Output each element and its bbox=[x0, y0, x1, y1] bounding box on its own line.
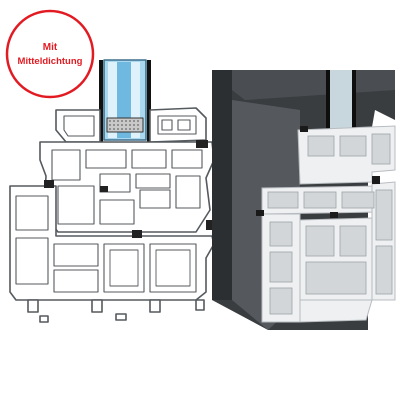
frame-profile bbox=[9, 185, 215, 301]
sash-profile bbox=[39, 141, 215, 233]
cross-section-drawing bbox=[9, 59, 215, 323]
badge-line-2: Mitteldichtung bbox=[18, 56, 83, 67]
photo-gaskets bbox=[256, 126, 380, 218]
frame-foot bbox=[27, 299, 205, 313]
gasket-seals bbox=[44, 140, 214, 238]
badge-line-1: Mit bbox=[43, 42, 58, 53]
mitteldichtung-badge: Mit Mitteldichtung bbox=[5, 9, 95, 99]
profile-photo bbox=[212, 70, 396, 330]
photo-glass-gasket-left bbox=[326, 70, 330, 132]
badge-circle bbox=[5, 9, 95, 99]
photo-glass-gasket-right bbox=[352, 70, 356, 132]
photo-glass bbox=[330, 70, 352, 132]
sash-lip bbox=[55, 109, 101, 143]
glass-pane bbox=[99, 59, 151, 142]
